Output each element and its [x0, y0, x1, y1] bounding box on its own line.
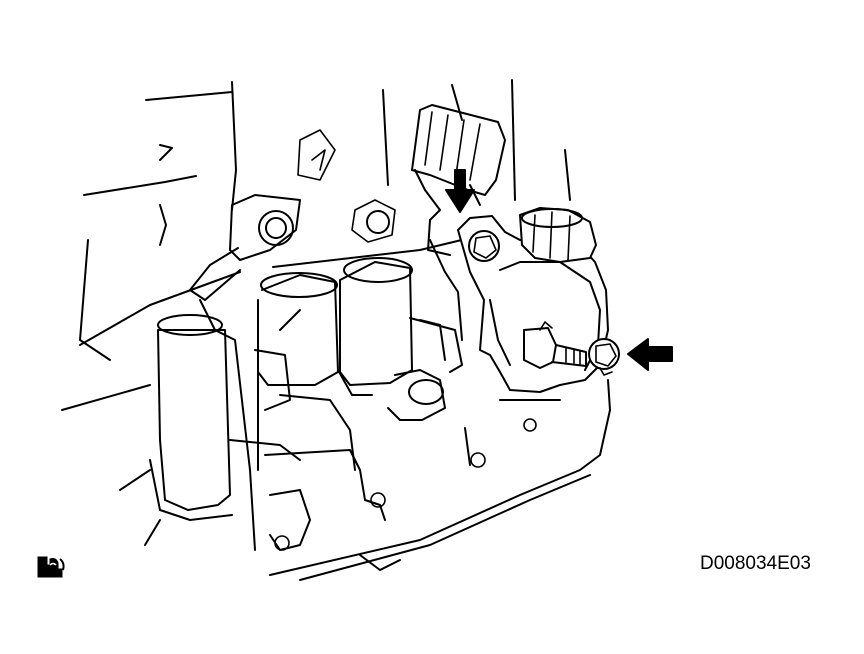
- figure-code: D008034E03: [700, 553, 811, 574]
- valve-body: [144, 257, 486, 551]
- reuse-mark-icon: [37, 556, 65, 578]
- transmission-case: [61, 79, 571, 491]
- arrow-down-icon: [445, 169, 475, 213]
- pipe-assembly: [411, 104, 506, 341]
- oil-pan-edge: [269, 379, 611, 581]
- sensor-bracket: [457, 207, 620, 393]
- arrow-left-icon: [627, 338, 673, 371]
